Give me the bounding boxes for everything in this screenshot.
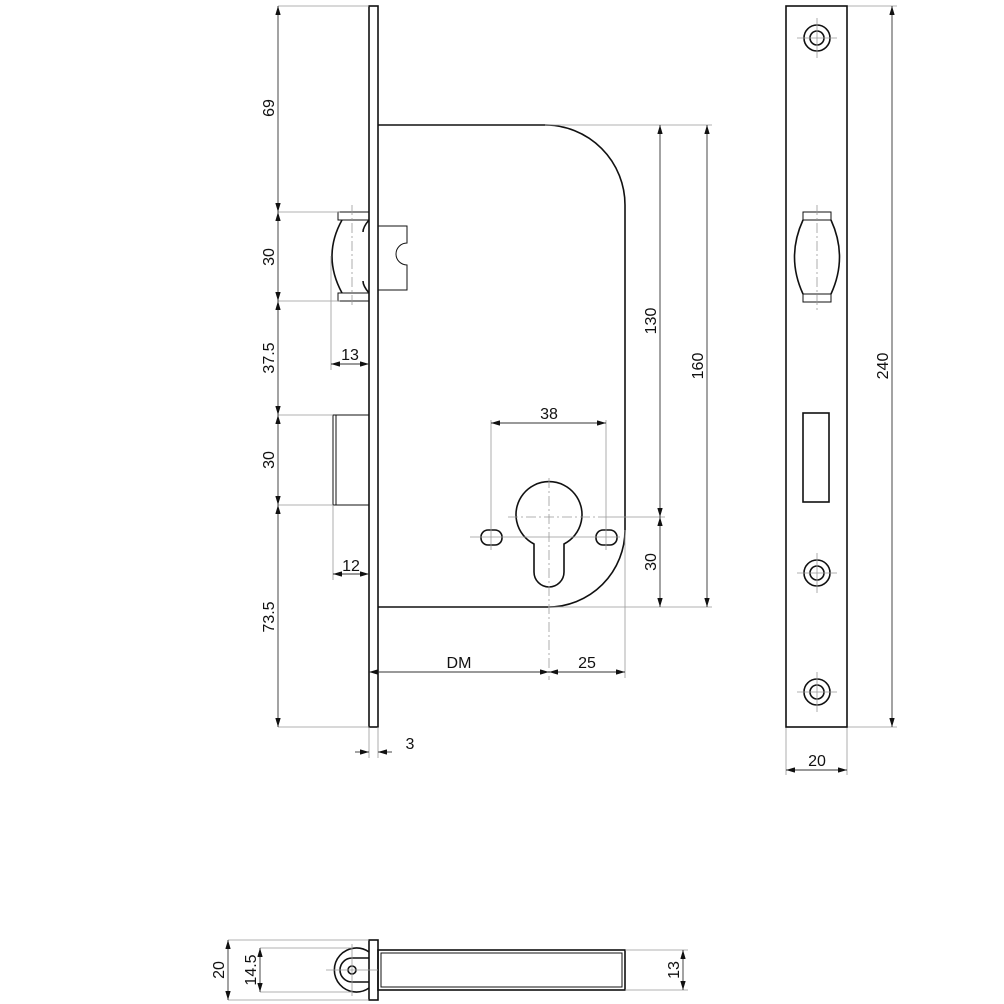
dim-240: 240 — [875, 353, 892, 380]
dim-bottom-20: 20 — [211, 961, 228, 979]
cylinder-screw-hole — [797, 553, 837, 593]
bolt-opening — [802, 412, 830, 503]
screw-slot-right — [595, 529, 618, 546]
dim-38: 38 — [540, 406, 558, 423]
faceplate — [368, 5, 379, 728]
dim-cyl-30: 30 — [643, 553, 660, 571]
dim-14-5: 14.5 — [243, 954, 260, 985]
dim-13: 13 — [341, 347, 359, 364]
latch-face — [793, 205, 841, 310]
faceplate-view — [785, 5, 848, 728]
dim-bottom-13: 13 — [666, 961, 683, 979]
dim-12: 12 — [342, 558, 360, 575]
dim-3: 3 — [406, 736, 415, 753]
screw-hole-bottom — [797, 672, 837, 712]
bottom-view: 20 14.5 13 — [211, 939, 688, 1001]
cylinder-hole — [515, 480, 583, 588]
screw-slot-left — [480, 529, 503, 546]
dim-bolt-30: 30 — [261, 451, 278, 469]
dim-130: 130 — [643, 308, 660, 335]
dim-20: 20 — [808, 753, 826, 770]
extension-lines — [278, 5, 897, 775]
dim-160: 160 — [690, 353, 707, 380]
dim-25: 25 — [578, 655, 596, 672]
dimension-lines — [275, 6, 895, 773]
dim-73-5: 73.5 — [261, 601, 278, 632]
latch — [331, 205, 370, 308]
front-view — [331, 5, 626, 728]
dimension-labels: 69 30 37.5 30 73.5 13 12 3 DM 25 38 130 … — [261, 99, 892, 770]
latch-tail — [378, 225, 408, 291]
deadbolt — [332, 414, 370, 506]
lock-case — [378, 124, 626, 608]
dim-37-5: 37.5 — [261, 342, 278, 373]
dim-69: 69 — [261, 99, 278, 117]
dim-dm: DM — [447, 655, 472, 672]
dim-latch-30: 30 — [261, 248, 278, 266]
screw-hole-top — [797, 18, 837, 58]
